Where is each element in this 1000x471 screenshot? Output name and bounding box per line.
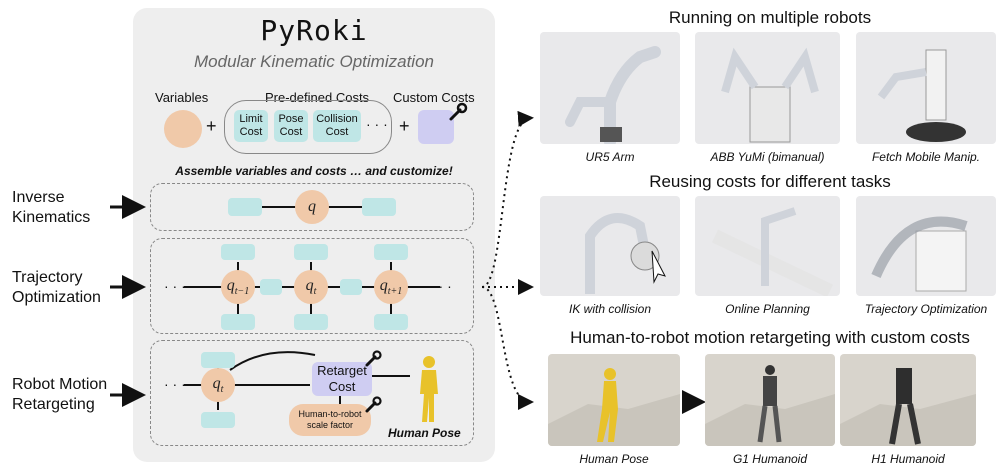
retargeting-box bbox=[150, 340, 474, 446]
human-pose-scene bbox=[548, 368, 680, 446]
custom-cost-box bbox=[418, 110, 454, 144]
retarget-node: qt bbox=[201, 368, 235, 402]
human-pose-figure bbox=[420, 356, 438, 422]
caption-trajectory-opt: Trajectory Optimization bbox=[864, 302, 988, 316]
retarget-cost-top bbox=[201, 352, 235, 368]
caption-ik-collision: IK with collision bbox=[568, 302, 652, 316]
thumb-yumi bbox=[695, 32, 840, 144]
predefined-costs-cloud bbox=[224, 100, 392, 154]
caption-ur5: UR5 Arm bbox=[585, 150, 635, 164]
collision-cost: Collision Cost bbox=[313, 110, 361, 142]
panel-subtitle: Modular Kinematic Optimization bbox=[194, 52, 434, 71]
traj-ellipsis-right: · · · bbox=[430, 278, 452, 294]
trajectory-box bbox=[150, 238, 474, 334]
pose-cost: Pose Cost bbox=[274, 110, 308, 142]
predefined-costs-label: Pre-defined Costs bbox=[265, 90, 370, 105]
human-pose-label: Human Pose bbox=[388, 426, 461, 440]
row-label-trajectory: Trajectory Optimization bbox=[12, 269, 101, 306]
wrench-icon-retarget bbox=[365, 350, 382, 367]
limit-cost: Limit Cost bbox=[234, 110, 268, 142]
row-label-retargeting: Robot Motion Retargeting bbox=[12, 376, 108, 413]
dotted-arrow-retarget bbox=[481, 286, 534, 410]
g1-scene bbox=[705, 365, 835, 446]
traj-cost-between-1 bbox=[260, 279, 282, 295]
thumb-ik-collision bbox=[540, 196, 680, 296]
dotted-arrow-robots bbox=[481, 110, 534, 288]
traj-cost-top-1 bbox=[221, 244, 255, 260]
custom-costs-label: Custom Costs bbox=[393, 90, 475, 105]
retarget-ellipsis-left: · · · bbox=[164, 376, 186, 392]
traj-cost-top-3 bbox=[374, 244, 408, 260]
caption-fetch: Fetch Mobile Manip. bbox=[871, 150, 981, 164]
traj-cost-bottom-3 bbox=[374, 314, 408, 330]
caption-human-pose: Human Pose bbox=[579, 452, 649, 466]
trajectory-opt-graphic bbox=[871, 216, 968, 292]
ik-cost-right bbox=[362, 198, 396, 216]
assemble-caption: Assemble variables and costs … and custo… bbox=[175, 164, 453, 178]
wrench-icon-scale bbox=[365, 396, 382, 413]
traj-node-current: qt bbox=[294, 270, 328, 304]
traj-ellipsis-left: · · · bbox=[164, 278, 186, 294]
traj-cost-top-2 bbox=[294, 244, 328, 260]
section-title-retargeting: Human-to-robot motion retargeting with c… bbox=[570, 328, 970, 347]
traj-node-prev: qt−1 bbox=[221, 270, 255, 304]
traj-cost-bottom-2 bbox=[294, 314, 328, 330]
retarget-curve bbox=[229, 351, 316, 371]
plus-sign-2: + bbox=[399, 116, 410, 136]
fetch-graphic bbox=[877, 49, 966, 142]
caption-yumi: ABB YuMi (bimanual) bbox=[710, 150, 825, 164]
retarget-ellipsis-right: · · · bbox=[270, 376, 292, 392]
ik-collision-graphic bbox=[585, 213, 666, 294]
ik-variable-node: q bbox=[295, 190, 329, 224]
variable-circle bbox=[164, 110, 202, 148]
section-title-tasks: Reusing costs for different tasks bbox=[649, 172, 891, 191]
row-label-ik: Inverse Kinematics bbox=[12, 189, 91, 226]
scale-factor-box: Human-to-robot scale factor bbox=[289, 404, 371, 436]
thumb-h1 bbox=[840, 354, 976, 446]
ik-box bbox=[150, 183, 474, 231]
traj-cost-between-2 bbox=[340, 279, 362, 295]
thumb-trajectory-opt bbox=[856, 196, 996, 296]
thumb-g1 bbox=[705, 354, 835, 446]
retarget-cost-box: Retarget Cost bbox=[312, 362, 372, 396]
thumb-online-planning bbox=[695, 196, 840, 296]
thumb-human-pose bbox=[548, 354, 680, 446]
traj-cost-bottom-1 bbox=[221, 314, 255, 330]
online-planning-graphic bbox=[711, 207, 834, 296]
yumi-graphic bbox=[721, 47, 819, 143]
thumb-fetch bbox=[856, 32, 996, 144]
h1-scene bbox=[840, 368, 976, 446]
panel-title: PyRoki bbox=[260, 14, 368, 47]
retarget-cost-bottom bbox=[201, 412, 235, 428]
wrench-icon bbox=[449, 102, 468, 121]
costs-ellipsis: · · · bbox=[366, 116, 388, 132]
ur5-arm-graphic bbox=[565, 46, 661, 144]
traj-node-next: qt+1 bbox=[374, 270, 408, 304]
thumb-ur5 bbox=[540, 32, 680, 144]
caption-g1: G1 Humanoid bbox=[732, 452, 808, 466]
section-title-robots: Running on multiple robots bbox=[668, 8, 872, 27]
caption-online-planning: Online Planning bbox=[725, 302, 810, 316]
variables-label: Variables bbox=[155, 90, 209, 105]
ik-cost-left bbox=[228, 198, 262, 216]
plus-sign: + bbox=[206, 116, 217, 136]
caption-h1: H1 Humanoid bbox=[871, 452, 945, 466]
